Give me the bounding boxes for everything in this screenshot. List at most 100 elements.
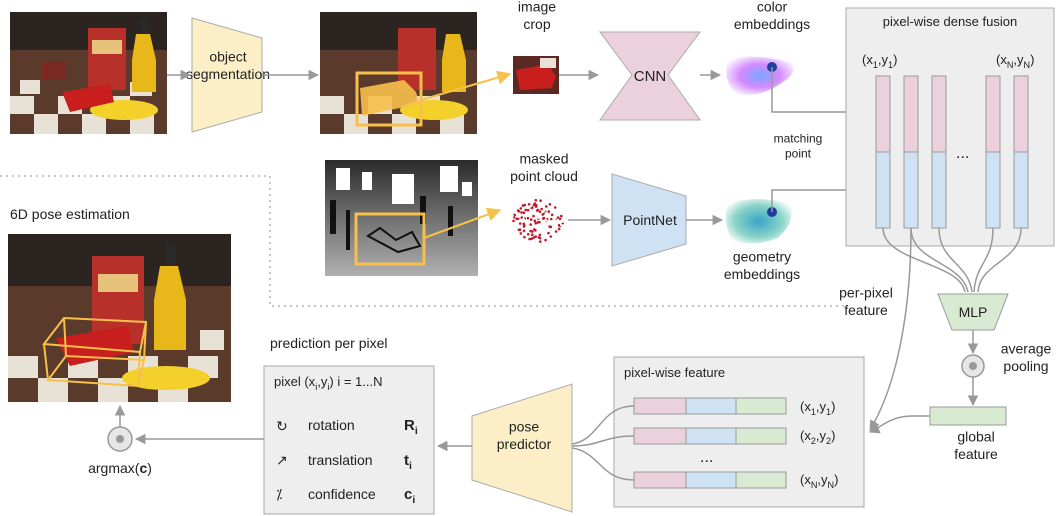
- label-line: masked: [519, 150, 568, 166]
- point: [518, 219, 521, 222]
- label-line: image: [518, 0, 556, 14]
- label-line: pose: [509, 418, 540, 434]
- feature-ellipsis: ...: [700, 449, 713, 466]
- point: [515, 217, 519, 221]
- point: [547, 231, 550, 235]
- point: [539, 212, 542, 216]
- feature-row-label: (xN,yN): [800, 472, 838, 490]
- label-line: feature: [844, 302, 888, 318]
- masked-point-cloud-label: masked point cloud: [510, 150, 578, 184]
- point: [537, 212, 540, 216]
- point: [533, 219, 537, 223]
- point: [529, 212, 532, 215]
- label-line: feature: [954, 446, 998, 462]
- point: [532, 236, 535, 239]
- label-line: embeddings: [724, 266, 800, 282]
- point: [545, 219, 548, 222]
- prediction-box: [263, 365, 435, 515]
- point: [545, 235, 548, 238]
- point: [534, 198, 538, 202]
- point: [551, 204, 555, 207]
- rotation-label: rotation: [308, 417, 355, 433]
- point: [522, 229, 526, 233]
- rotation-icon: ↻: [276, 418, 288, 434]
- point: [522, 225, 526, 228]
- label-line: global: [957, 428, 994, 444]
- arrow: [771, 184, 872, 212]
- point: [557, 227, 561, 231]
- rotation-symbol: Ri: [404, 417, 418, 437]
- point: [525, 219, 528, 222]
- point: [538, 233, 542, 237]
- point: [539, 199, 542, 202]
- point: [533, 228, 536, 231]
- point: [558, 217, 562, 221]
- label-line: point cloud: [510, 168, 578, 184]
- cnn-block: [599, 31, 701, 121]
- point: [529, 229, 532, 233]
- global-feature-arrow: [869, 415, 930, 434]
- point: [516, 209, 520, 212]
- point: [522, 222, 526, 226]
- label-line: matching: [774, 132, 823, 146]
- point: [545, 205, 548, 208]
- masked-point-cloud: [512, 198, 565, 243]
- label-line: per-pixel: [839, 284, 893, 300]
- pose-estimation-image: [8, 234, 231, 402]
- label-line: crop: [523, 16, 550, 32]
- point: [538, 210, 542, 213]
- point: [526, 208, 530, 212]
- point: [549, 235, 553, 238]
- object-segmentation-label: object segmentation: [186, 48, 270, 82]
- fusion-column-first-label: (x1,y1): [862, 52, 897, 70]
- confidence-label: confidence: [308, 486, 376, 502]
- point: [533, 202, 537, 205]
- pose-predictor-block: [471, 383, 573, 513]
- point: [530, 206, 534, 209]
- point: [532, 214, 535, 218]
- label-line: pooling: [1003, 358, 1048, 374]
- point: [548, 203, 552, 206]
- point: [520, 216, 524, 219]
- mlp-label: MLP: [959, 304, 988, 320]
- point: [522, 217, 525, 221]
- feature-rows: [633, 397, 787, 489]
- point: [553, 206, 557, 209]
- point: [557, 209, 560, 213]
- pooling-dot: [969, 362, 977, 370]
- prediction-title: prediction per pixel: [270, 335, 388, 351]
- label-line: segmentation: [186, 66, 270, 82]
- feature-to-predictor-lines: [571, 405, 635, 481]
- point: [534, 205, 538, 208]
- global-feature-label: global feature: [954, 428, 998, 462]
- translation-label: translation: [308, 452, 373, 468]
- per-pixel-feature-label: per-pixel feature: [839, 284, 893, 318]
- point: [518, 212, 521, 216]
- point: [519, 232, 523, 235]
- label-line: predictor: [497, 436, 552, 452]
- point: [542, 216, 546, 220]
- dense-fusion-title: pixel-wise dense fusion: [883, 14, 1017, 29]
- point: [537, 236, 541, 239]
- point: [529, 223, 532, 226]
- point: [515, 220, 518, 224]
- confidence-icon: ⁒: [276, 486, 282, 502]
- feature-row-label: (x2,y2): [800, 428, 835, 446]
- feature-row-label: (x1,y1): [800, 399, 835, 417]
- point: [523, 203, 527, 207]
- point: [539, 240, 542, 243]
- fusion-ellipsis: ...: [956, 145, 969, 162]
- label-line: object: [209, 48, 246, 64]
- point: [547, 210, 551, 213]
- point: [560, 214, 563, 218]
- point: [535, 209, 539, 212]
- point: [531, 233, 534, 236]
- input-rgb-image: [10, 12, 167, 134]
- geometry-embeddings-cloud: [725, 199, 792, 244]
- point: [531, 210, 534, 214]
- point: [550, 217, 553, 221]
- point: [552, 216, 555, 219]
